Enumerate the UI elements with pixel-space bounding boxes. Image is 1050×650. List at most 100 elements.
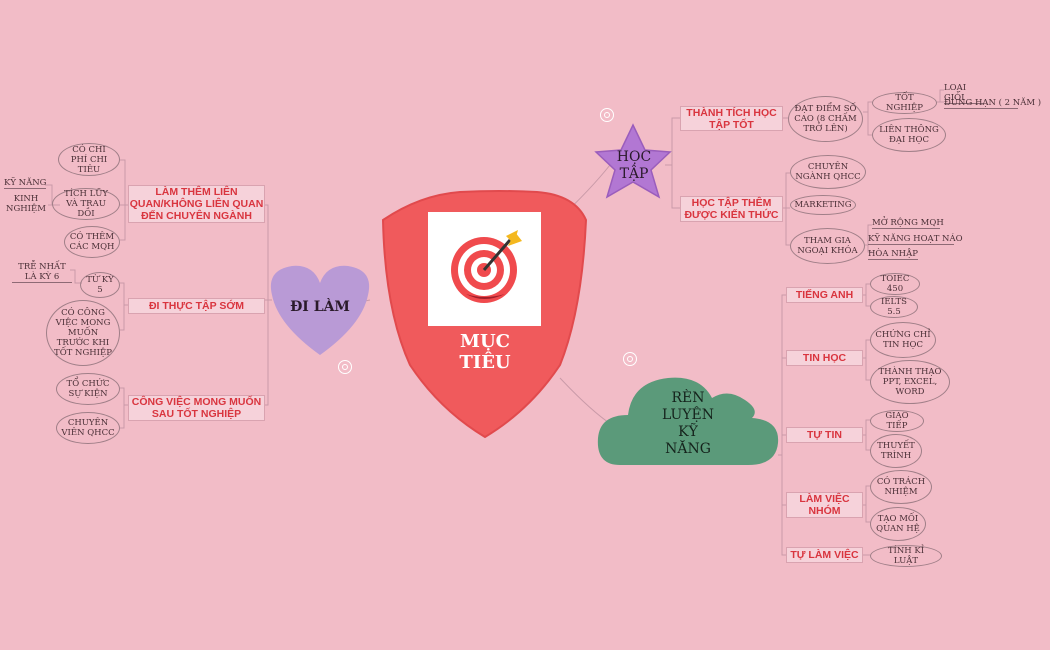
branch-lam-them-label: LÀM THÊM LIÊN QUAN/KHÔNG LIÊN QUAN ĐẾN C… (129, 186, 264, 222)
node-lien-thong-label: LIÊN THÔNG ĐẠI HỌC (879, 125, 939, 145)
link-center-renluyen (559, 377, 613, 426)
node-dat-diem-so[interactable]: ĐẠT ĐIỂM SỐ CAO (8 CHẤM TRỞ LÊN) (788, 96, 863, 142)
hub-di-lam[interactable]: ĐI LÀM (280, 295, 360, 319)
node-tao-moi-quan-he[interactable]: TẠO MỐI QUAN HỆ (870, 507, 926, 541)
leaf-ky-nang[interactable]: KỸ NĂNG (4, 178, 47, 189)
node-chuyen-nganh-qhcc[interactable]: CHUYÊN NGÀNH QHCC (790, 155, 866, 189)
node-co-them-mqh-label: CÓ THÊM CÁC MQH (69, 232, 115, 252)
branch-tieng-anh-label: TIẾNG ANH (795, 289, 854, 301)
branch-tu-tin-label: TỰ TIN (807, 429, 842, 441)
branch-lam-viec-nhom[interactable]: LÀM VIỆC NHÓM (786, 492, 863, 518)
node-thanh-thao-ppt[interactable]: THÀNH THẠO PPT, EXCEL, WORD (870, 360, 950, 404)
node-marketing-label: MARKETING (794, 200, 852, 210)
node-co-them-mqh[interactable]: CÓ THÊM CÁC MQH (64, 226, 120, 258)
node-thuyet-trinh[interactable]: THUYẾT TRÌNH (870, 434, 922, 468)
branch-tu-tin[interactable]: TỰ TIN (786, 427, 863, 443)
node-tham-gia-ngoai-khoa-label: THAM GIA NGOẠI KHÓA (797, 236, 858, 256)
hub-hoc-tap-line2: TẬP (619, 166, 649, 182)
leaf-loai-gioi[interactable]: LOẠI GIỎI (944, 83, 984, 104)
branch-cong-viec-mong-muon[interactable]: CÔNG VIỆC MONG MUỐN SAU TỐT NGHIỆP (128, 395, 265, 421)
node-dat-diem-so-label: ĐẠT ĐIỂM SỐ CAO (8 CHẤM TRỞ LÊN) (794, 104, 857, 134)
leaf-ky-nang-hoat-nao[interactable]: KỸ NĂNG HOẠT NÁO (868, 234, 963, 245)
hub-hoc-tap-line1: HỌC (616, 149, 652, 165)
hub-ren-luyen-line1: RÈN (671, 390, 705, 406)
hub-ren-luyen-line4: NĂNG (665, 441, 711, 457)
star-shape (594, 123, 672, 199)
heart-shape (270, 265, 370, 355)
node-ielts-55-label: IELTS 5.5 (880, 297, 907, 317)
node-chuyen-nganh-qhcc-label: CHUYÊN NGÀNH QHCC (795, 162, 861, 182)
node-co-chi-phi-label: CÓ CHI PHÍ CHI TIÊU (70, 144, 108, 175)
branch-cong-viec-mong-muon-label: CÔNG VIỆC MONG MUỐN SAU TỐT NGHIỆP (131, 396, 262, 420)
branch-hoc-tap-them[interactable]: HỌC TẬP THÊM ĐƯỢC KIẾN THỨC (680, 196, 783, 222)
hub-ren-luyen[interactable]: RÈN LUYỆN KỸ NĂNG (640, 385, 736, 463)
leaf-tre-nhat-label: TRỄ NHẤT LÀ KỲ 6 (18, 262, 66, 282)
leaf-kinh-nghiem[interactable]: KINH NGHIỆM (4, 194, 48, 214)
branch-thanh-tich[interactable]: THÀNH TÍCH HỌC TẬP TỐT (680, 106, 783, 131)
node-tot-nghiep-label: TỐT NGHIỆP (886, 93, 923, 113)
node-tao-moi-quan-he-label: TẠO MỐI QUAN HỆ (876, 514, 920, 534)
central-topic-line2: TIÊU (459, 352, 511, 373)
leaf-dung-han-label: ĐÚNG HẠN ( 2 NĂM ) (944, 98, 1042, 108)
node-chung-chi-tin-hoc[interactable]: CHỨNG CHỈ TIN HỌC (870, 322, 936, 358)
leaf-hoa-nhap[interactable]: HÒA NHẬP (868, 249, 918, 260)
node-co-chi-phi[interactable]: CÓ CHI PHÍ CHI TIÊU (58, 143, 120, 176)
node-tich-luy[interactable]: TÍCH LŨY VÀ TRAU DỒI (52, 188, 120, 220)
link-icon (623, 352, 637, 366)
node-tu-ky-5-label: TỪ KỲ 5 (86, 275, 114, 295)
central-topic[interactable]: MỤC TIÊU (440, 330, 530, 374)
node-giao-tiep-label: GIAO TIẾP (885, 411, 909, 431)
cloud-shape (597, 377, 779, 465)
leaf-ky-nang-label: KỸ NĂNG (4, 178, 47, 188)
node-to-chuc-su-kien[interactable]: TỔ CHỨC SỰ KIỆN (56, 373, 120, 405)
node-thanh-thao-ppt-label: THÀNH THẠO PPT, EXCEL, WORD (878, 367, 942, 397)
target-icon (451, 230, 522, 303)
hub-ren-luyen-line2: LUYỆN (661, 407, 715, 423)
node-ielts-55[interactable]: IELTS 5.5 (870, 296, 918, 318)
leaf-hoa-nhap-label: HÒA NHẬP (868, 249, 918, 259)
node-co-trach-nhiem-label: CÓ TRÁCH NHIỆM (876, 477, 926, 497)
central-topic-line1: MỤC (460, 331, 510, 352)
branch-di-thuc-tap[interactable]: ĐI THỰC TẬP SỚM (128, 298, 265, 314)
hub-ren-luyen-line3: KỸ (678, 424, 698, 440)
node-chuyen-vien-qhcc-label: CHUYÊN VIÊN QHCC (61, 418, 115, 438)
node-toiec-450-label: TOIEC 450 (880, 274, 910, 294)
branch-lam-them[interactable]: LÀM THÊM LIÊN QUAN/KHÔNG LIÊN QUAN ĐẾN C… (128, 185, 265, 223)
node-lien-thong[interactable]: LIÊN THÔNG ĐẠI HỌC (872, 118, 946, 152)
branch-tu-lam-viec[interactable]: TỰ LÀM VIỆC (786, 547, 863, 563)
node-co-cong-viec-label: CÓ CÔNG VIỆC MONG MUỐN TRƯỚC KHI TỐT NGH… (54, 308, 112, 358)
leaf-tre-nhat[interactable]: TRỄ NHẤT LÀ KỲ 6 (12, 262, 72, 283)
node-thuyet-trinh-label: THUYẾT TRÌNH (877, 441, 915, 461)
leaf-mo-rong-mqh-label: MỞ RỘNG MQH (872, 218, 944, 228)
node-tot-nghiep[interactable]: TỐT NGHIỆP (872, 92, 937, 114)
branch-tin-hoc-label: TIN HỌC (802, 352, 847, 364)
leaf-mo-rong-mqh[interactable]: MỞ RỘNG MQH (872, 218, 944, 229)
branch-lam-viec-nhom-label: LÀM VIỆC NHÓM (799, 493, 850, 517)
branch-tieng-anh[interactable]: TIẾNG ANH (786, 287, 863, 303)
node-tu-ky-5[interactable]: TỪ KỲ 5 (80, 272, 120, 298)
branch-tin-hoc[interactable]: TIN HỌC (786, 350, 863, 366)
node-giao-tiep[interactable]: GIAO TIẾP (870, 410, 924, 432)
node-to-chuc-su-kien-label: TỔ CHỨC SỰ KIỆN (66, 379, 110, 399)
node-tinh-ki-luat-label: TÍNH KỈ LUẬT (887, 546, 925, 566)
node-co-trach-nhiem[interactable]: CÓ TRÁCH NHIỆM (870, 470, 932, 504)
leaf-kinh-nghiem-label: KINH NGHIỆM (6, 194, 46, 214)
leaf-dung-han[interactable]: ĐÚNG HẠN ( 2 NĂM ) (944, 98, 1041, 109)
hub-di-lam-label: ĐI LÀM (290, 299, 350, 315)
node-chuyen-vien-qhcc[interactable]: CHUYÊN VIÊN QHCC (56, 412, 120, 444)
node-chung-chi-tin-hoc-label: CHỨNG CHỈ TIN HỌC (875, 330, 931, 350)
node-tinh-ki-luat[interactable]: TÍNH KỈ LUẬT (870, 545, 942, 567)
node-toiec-450[interactable]: TOIEC 450 (870, 273, 920, 295)
node-marketing[interactable]: MARKETING (790, 195, 856, 215)
node-co-cong-viec[interactable]: CÓ CÔNG VIỆC MONG MUỐN TRƯỚC KHI TỐT NGH… (46, 300, 120, 366)
leaf-ky-nang-hoat-nao-label: KỸ NĂNG HOẠT NÁO (868, 234, 963, 244)
node-tich-luy-label: TÍCH LŨY VÀ TRAU DỒI (63, 189, 109, 219)
branch-hoc-tap-them-label: HỌC TẬP THÊM ĐƯỢC KIẾN THỨC (684, 197, 779, 221)
branch-thanh-tich-label: THÀNH TÍCH HỌC TẬP TỐT (686, 106, 777, 131)
link-icon (600, 108, 614, 122)
hub-hoc-tap[interactable]: HỌC TẬP (608, 146, 660, 186)
node-tham-gia-ngoai-khoa[interactable]: THAM GIA NGOẠI KHÓA (790, 228, 865, 264)
link-icon (338, 360, 352, 374)
